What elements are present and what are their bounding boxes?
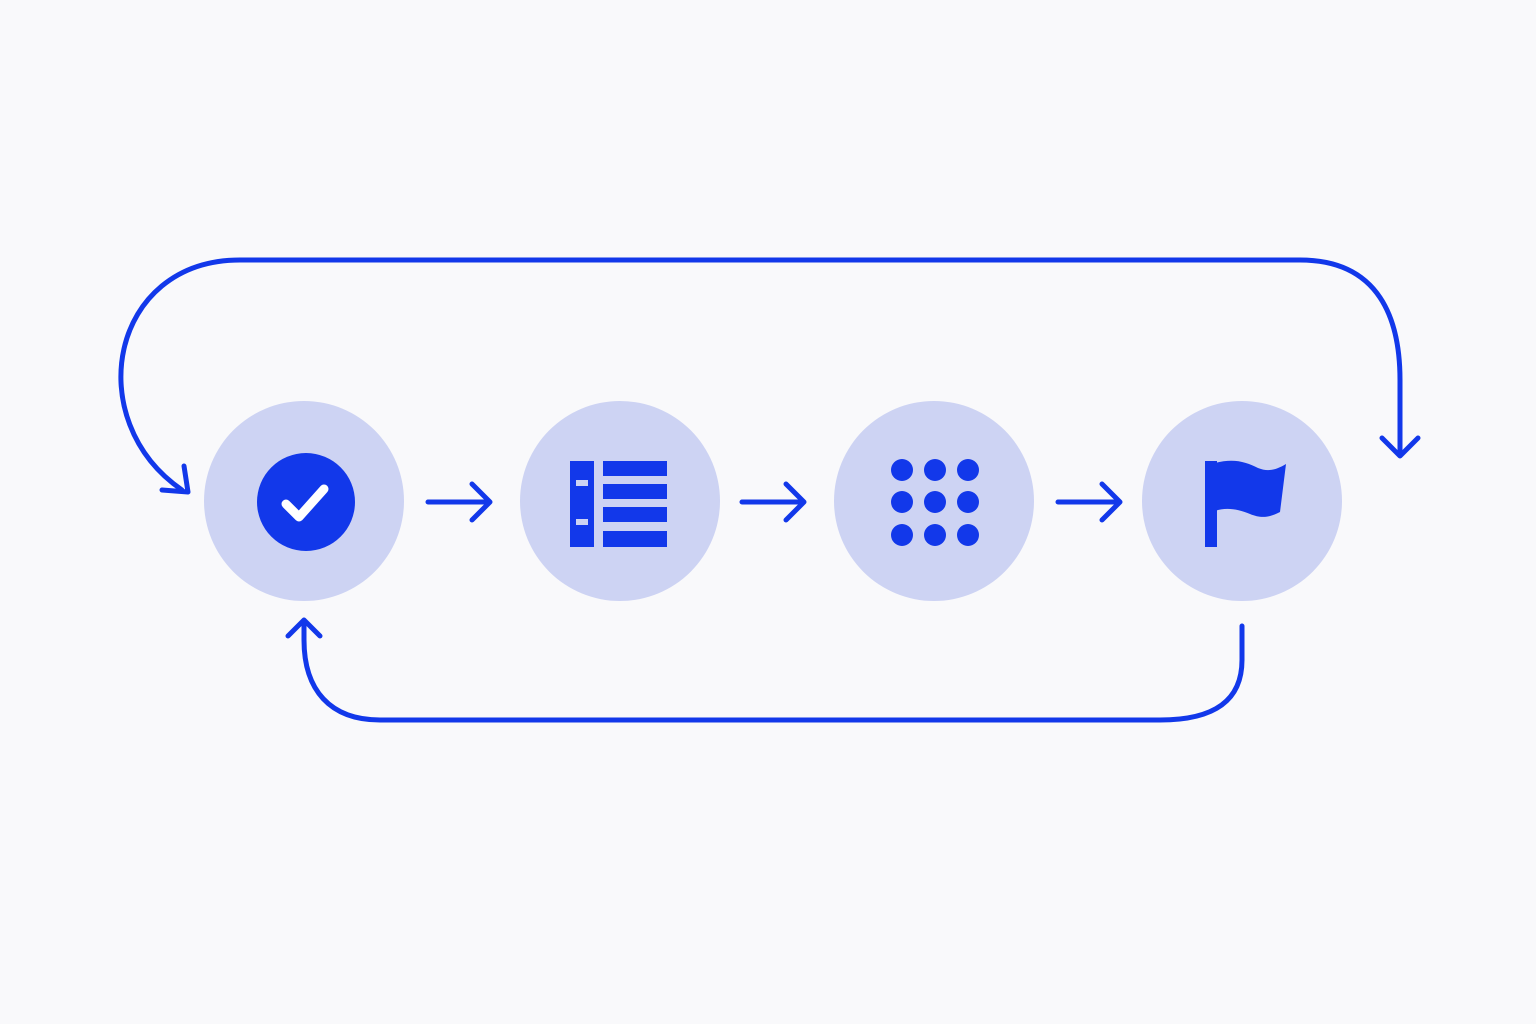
arrow-step-3-to-4: [1055, 481, 1123, 523]
arrow-step-1-to-2: [425, 481, 493, 523]
step-2-node: [520, 401, 720, 601]
bottom-return-loop: [285, 617, 1245, 723]
check-circle-icon: [257, 453, 355, 551]
list-icon: [570, 461, 667, 547]
flag-icon: [1205, 460, 1286, 547]
top-loop-connector: [118, 257, 1421, 495]
dot-grid-icon: [891, 459, 979, 546]
step-2-background: [520, 401, 720, 601]
step-4-node: [1142, 401, 1342, 601]
arrow-step-2-to-3: [739, 481, 807, 523]
step-3-node: [834, 401, 1034, 601]
top-loop-left-arrowhead: [159, 463, 191, 495]
top-loop-path: [118, 257, 1403, 493]
bottom-loop-arrowhead: [285, 617, 323, 639]
step-1-node: [204, 401, 404, 601]
top-loop-right-arrowhead: [1379, 435, 1421, 459]
bottom-loop-path: [301, 619, 1245, 723]
